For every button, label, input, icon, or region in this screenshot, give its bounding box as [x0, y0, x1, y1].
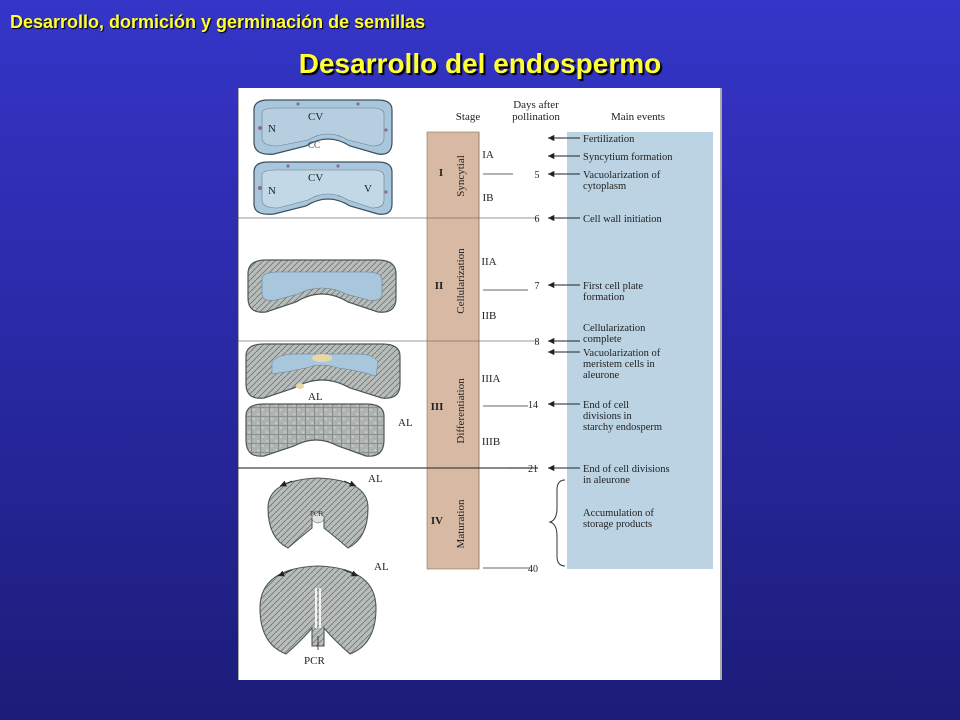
brace-accumulation: [548, 479, 566, 567]
event-cell-wall-initiation: Cell wall initiation: [583, 214, 662, 225]
stage-column: [426, 131, 480, 570]
day-14: 14: [528, 400, 538, 411]
stage-numeral-3: III: [431, 401, 444, 413]
day-40: 40: [528, 564, 538, 575]
event-end-cell-divisions-aleurone-line1: End of cell divisions: [583, 464, 670, 475]
slide-title: Desarrollo del endospermo: [298, 48, 662, 79]
header-main-events: Main events: [611, 111, 665, 123]
event-cellularization-complete-line1: Cellularization: [583, 323, 646, 334]
substage-ia: IA: [482, 149, 494, 161]
seed-drawing-differentiation-1: [245, 343, 401, 399]
seed-drawing-cellularization: [247, 259, 397, 313]
label-al-1: AL: [308, 391, 323, 403]
header-days-line1: Days after: [513, 99, 559, 111]
event-syncytium-formation: Syncytium formation: [583, 152, 673, 163]
event-end-cell-divisions-starchy-line1: End of cell: [583, 400, 629, 411]
label-n-2: N: [268, 185, 276, 197]
seed-drawing-maturation-2: [259, 565, 377, 655]
event-end-cell-divisions-starchy-line2: divisions in: [583, 411, 632, 422]
event-fertilization: Fertilization: [583, 134, 635, 145]
label-cv-1: CV: [308, 111, 323, 123]
stage-name-differentiation: Differentiation: [455, 378, 467, 444]
event-vacuolarization-meristem-line1: Vacuolarization of: [583, 348, 661, 359]
day-6: 6: [535, 214, 540, 225]
seed-drawing-syncytial-2: [253, 161, 393, 215]
day-21: 21: [528, 464, 538, 475]
stage-name-syncytial: Syncytial: [455, 155, 467, 197]
seed-drawing-maturation-1: [267, 477, 369, 549]
label-cv-2: CV: [308, 172, 323, 184]
substage-iib: IIB: [482, 310, 497, 322]
day-5: 5: [535, 170, 540, 181]
event-vacuolarization-cytoplasm-line2: cytoplasm: [583, 181, 626, 192]
day-8: 8: [535, 337, 540, 348]
endosperm-development-figure: Stage Days after pollination Main events…: [238, 88, 722, 680]
label-v: V: [364, 183, 372, 195]
label-cc: CC: [308, 140, 320, 150]
substage-iia: IIA: [481, 256, 496, 268]
label-al-4: AL: [374, 561, 389, 573]
stage-numeral-4: IV: [431, 515, 443, 527]
substage-ib: IB: [483, 192, 494, 204]
label-n-1: N: [268, 123, 276, 135]
event-end-cell-divisions-aleurone-line2: in aleurone: [583, 475, 630, 486]
header-days-line2: pollination: [512, 111, 560, 123]
stage-name-cellularization: Cellularization: [455, 248, 467, 314]
stage-name-maturation: Maturation: [455, 499, 467, 548]
seed-drawing-differentiation-2: [245, 403, 385, 457]
stage-numeral-1: I: [439, 167, 443, 179]
label-al-3: AL: [368, 473, 383, 485]
presentation-title: Desarrollo, dormición y germinación de s…: [10, 12, 426, 32]
event-vacuolarization-meristem-line3: aleurone: [583, 370, 619, 381]
label-pcr-2: PCR: [304, 655, 325, 667]
header-stage: Stage: [456, 111, 481, 123]
event-end-cell-divisions-starchy-line3: starchy endosperm: [583, 422, 662, 433]
event-cellularization-complete-line2: complete: [583, 334, 622, 345]
event-accumulation-line2: storage products: [583, 519, 652, 530]
day-7: 7: [535, 281, 540, 292]
label-pcr-1: PCR: [310, 510, 324, 518]
event-first-cell-plate-line1: First cell plate: [583, 281, 643, 292]
event-accumulation-line1: Accumulation of: [583, 508, 654, 519]
stage-numeral-2: II: [435, 280, 444, 292]
event-vacuolarization-meristem-line2: meristem cells in: [583, 359, 655, 370]
substage-iiib: IIIB: [482, 436, 500, 448]
substage-iiia: IIIA: [482, 373, 501, 385]
seed-drawing-syncytial-1: [253, 99, 393, 155]
event-vacuolarization-cytoplasm-line1: Vacuolarization of: [583, 170, 661, 181]
event-first-cell-plate-line2: formation: [583, 292, 625, 303]
label-al-2: AL: [398, 417, 413, 429]
events-column: [567, 132, 713, 569]
